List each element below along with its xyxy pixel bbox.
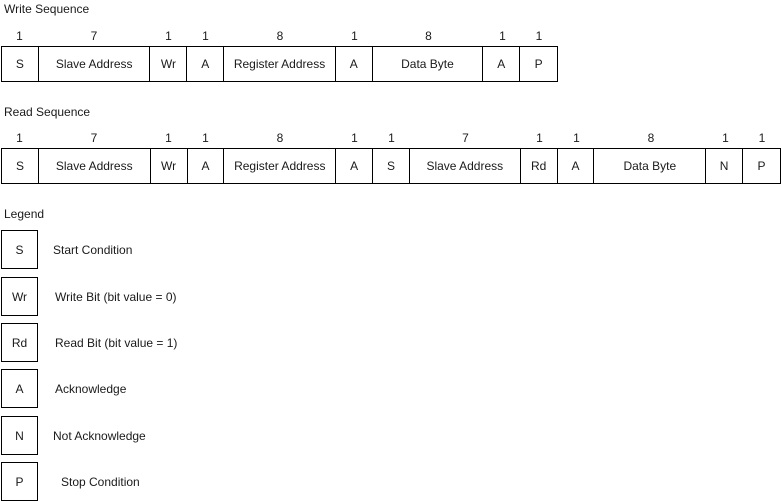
bit-count: 1 — [165, 131, 172, 145]
bit-count: 1 — [388, 131, 395, 145]
bit-count: 1 — [536, 131, 543, 145]
bit-count: 7 — [90, 29, 98, 43]
bit-count: 1 — [499, 29, 506, 43]
read-bit-counts: 1 7 1 1 8 1 1 7 1 1 8 1 1 — [1, 131, 780, 145]
field-ack: A — [336, 47, 373, 81]
field-start: S — [2, 47, 39, 81]
legend-description: Start Condition — [53, 243, 133, 257]
field-repeated-start: S — [373, 149, 410, 183]
field-write-bit: Wr — [151, 149, 188, 183]
write-sequence-frame: S Slave Address Wr A Register Address A … — [1, 46, 558, 82]
legend-description: Write Bit (bit value = 0) — [55, 290, 177, 304]
legend-description: Stop Condition — [61, 475, 140, 489]
legend-symbol: Wr — [1, 277, 38, 316]
bit-count: 1 — [573, 131, 580, 145]
bit-count: 7 — [462, 131, 469, 145]
bit-count: 1 — [535, 29, 543, 43]
bit-count: 7 — [90, 131, 98, 145]
read-sequence-frame: S Slave Address Wr A Register Address A … — [1, 148, 781, 184]
bit-count: 1 — [722, 131, 729, 145]
field-stop: P — [757, 159, 766, 173]
field-register-address: Register Address — [224, 149, 337, 183]
bit-count: 1 — [165, 29, 172, 43]
field-ack: A — [188, 149, 225, 183]
field-slave-address: Slave Address — [39, 47, 151, 81]
legend-symbol: A — [1, 369, 38, 408]
field-stop: P — [534, 57, 543, 71]
bit-count: 1 — [351, 131, 358, 145]
legend-title: Legend — [4, 207, 45, 221]
field-read-bit: Rd — [521, 149, 558, 183]
read-sequence-title: Read Sequence — [4, 105, 91, 119]
write-sequence-title: Write Sequence — [4, 2, 90, 16]
field-data-byte: Data Byte — [594, 149, 707, 183]
field-start: S — [2, 149, 39, 183]
bit-count: 1 — [202, 131, 209, 145]
write-bit-counts: 1 7 1 1 8 1 8 1 1 — [1, 29, 557, 43]
legend-description: Read Bit (bit value = 1) — [55, 336, 178, 350]
bit-count: 8 — [647, 131, 655, 145]
field-ack: A — [558, 149, 595, 183]
field-ack: A — [483, 47, 521, 81]
bit-count: 1 — [16, 29, 23, 43]
field-not-ack: N — [706, 149, 744, 183]
legend-symbol: Rd — [1, 323, 38, 362]
legend-description: Acknowledge — [55, 382, 127, 396]
field-slave-address: Slave Address — [410, 149, 521, 183]
field-ack: A — [187, 47, 225, 81]
bit-count: 8 — [425, 29, 432, 43]
field-ack: A — [336, 149, 374, 183]
legend-symbol: N — [1, 416, 38, 455]
field-slave-address: Slave Address — [39, 149, 151, 183]
bit-count: 1 — [351, 29, 358, 43]
legend-symbol: P — [1, 462, 38, 501]
field-write-bit: Wr — [150, 47, 188, 81]
bit-count: 8 — [276, 131, 284, 145]
field-data-byte: Data Byte — [373, 47, 484, 81]
bit-count: 8 — [276, 29, 284, 43]
bit-count: 1 — [758, 131, 766, 145]
field-register-address: Register Address — [224, 47, 336, 81]
legend-symbol: S — [1, 230, 38, 269]
bit-count: 1 — [16, 131, 23, 145]
bit-count: 1 — [202, 29, 209, 43]
legend-description: Not Acknowledge — [53, 429, 146, 443]
